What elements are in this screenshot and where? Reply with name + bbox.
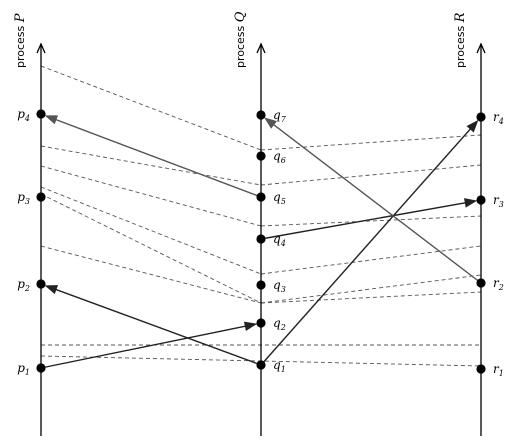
message-arrowhead	[44, 115, 59, 125]
event-label-q2: q2	[273, 316, 286, 332]
event-label-r4: r4	[493, 110, 504, 126]
event-label-p4: p4	[17, 107, 30, 123]
event-q2	[256, 318, 266, 328]
cut-line	[40, 186, 262, 275]
event-p3	[36, 192, 46, 202]
timeline-arrow-r	[476, 42, 486, 54]
event-label-p2: p2	[17, 277, 30, 293]
cut-line	[260, 164, 482, 186]
process-labels: process P process Q process R	[13, 11, 468, 68]
message-q5-p4	[44, 115, 262, 198]
cut-line	[40, 65, 262, 151]
message-line	[51, 287, 262, 366]
consistent-cuts	[40, 65, 482, 367]
messages	[40, 115, 482, 369]
event-q3	[256, 280, 266, 290]
event-r2	[476, 278, 486, 288]
event-q1	[256, 360, 266, 370]
event-label-q1: q1	[273, 358, 286, 374]
event-label-r3: r3	[493, 193, 504, 209]
message-line	[260, 201, 471, 240]
message-arrowhead	[466, 119, 479, 133]
process-label-r: process R	[453, 12, 468, 68]
event-p4	[36, 109, 46, 119]
message-arrowhead	[243, 321, 258, 331]
events	[36, 109, 486, 374]
event-p2	[36, 279, 46, 289]
event-label-q5: q5	[273, 190, 286, 206]
event-labels: p1 p2 p3 p4 q1 q2 q3 q4 q5 q6 q7 r1 r2 r3 r4	[17, 107, 504, 378]
event-label-q4: q4	[273, 232, 286, 248]
cut-line	[260, 215, 482, 227]
cut-line	[260, 134, 482, 151]
process-label-q: process Q	[233, 11, 248, 68]
message-line	[40, 324, 251, 369]
message-q4-r3	[260, 198, 478, 240]
event-label-p1: p1	[17, 361, 30, 377]
event-q4	[256, 234, 266, 244]
event-label-q3: q3	[273, 278, 286, 294]
event-p1	[36, 363, 46, 373]
message-q1-p2	[44, 285, 262, 366]
message-arrowhead	[264, 117, 277, 129]
event-label-r2: r2	[493, 276, 504, 292]
cut-line	[40, 165, 262, 227]
cut-line	[40, 193, 262, 304]
event-label-r1: r1	[493, 362, 504, 378]
message-arrowhead	[464, 198, 478, 208]
message-line	[269, 121, 482, 284]
message-p1-q2	[40, 321, 258, 369]
message-line	[260, 124, 475, 366]
message-q1-r4	[260, 119, 479, 366]
event-label-q7: q7	[273, 108, 287, 124]
message-r2-q7	[264, 117, 482, 284]
cut-line	[260, 291, 482, 304]
event-label-q6: q6	[273, 149, 286, 165]
cut-line	[260, 245, 482, 275]
event-r3	[476, 195, 486, 205]
message-arrowhead	[44, 285, 59, 295]
cut-line	[40, 145, 262, 186]
event-r1	[476, 364, 486, 374]
event-label-p3: p3	[17, 190, 30, 206]
cut-line	[40, 245, 262, 304]
cut-line	[260, 274, 482, 304]
event-q5	[256, 192, 266, 202]
event-r4	[476, 112, 486, 122]
timeline-arrow-p	[36, 42, 46, 54]
event-q7	[256, 110, 266, 120]
event-q6	[256, 151, 266, 161]
timeline-arrow-q	[256, 42, 266, 54]
message-line	[51, 117, 262, 198]
process-label-p: process P	[13, 13, 28, 68]
